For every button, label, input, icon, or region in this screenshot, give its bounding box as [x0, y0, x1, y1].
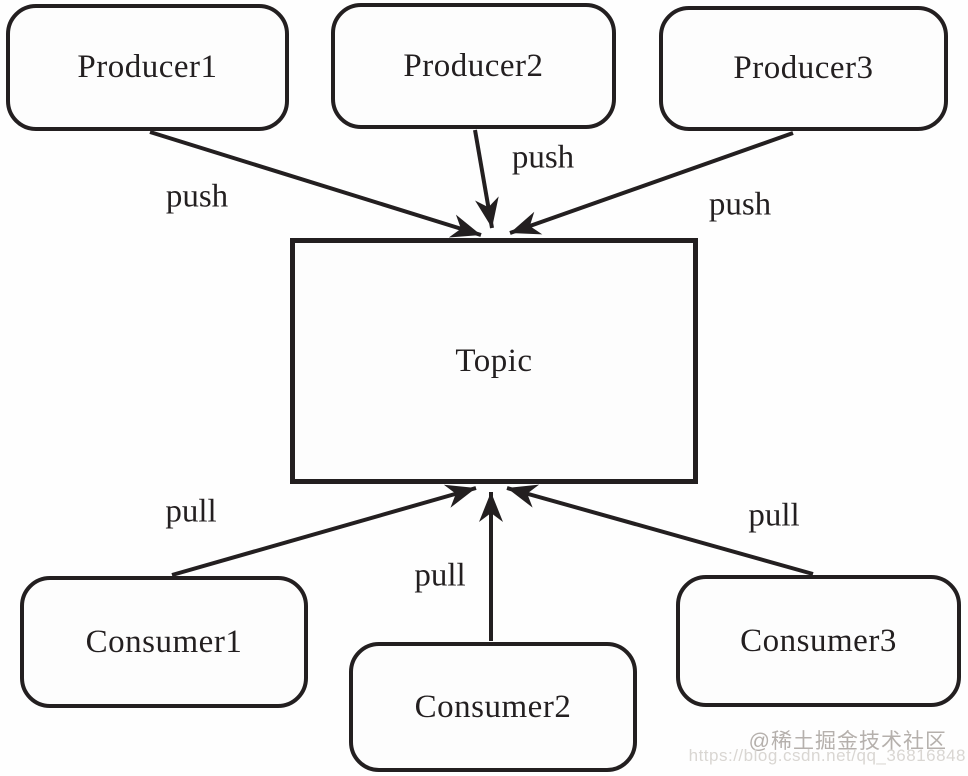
node-topic-label: Topic	[455, 342, 533, 379]
node-producer1: Producer1	[6, 4, 289, 131]
arrow-producer3-topic	[509, 131, 794, 235]
node-consumer3: Consumer3	[676, 575, 961, 707]
node-topic: Topic	[290, 238, 698, 484]
node-consumer1-label: Consumer1	[85, 623, 243, 660]
edge-label-push-producer3: push	[708, 186, 772, 223]
edge-label-push-producer1: push	[165, 178, 229, 215]
node-consumer3-label: Consumer3	[740, 622, 897, 659]
edge-label-pull-consumer2: pull	[414, 557, 466, 594]
node-consumer2: Consumer2	[349, 642, 637, 772]
edge-label-push-producer2: push	[511, 139, 575, 176]
node-producer1-label: Producer1	[77, 49, 218, 85]
arrow-producer2-topic	[473, 129, 499, 229]
node-producer2-label: Producer2	[403, 47, 544, 84]
edge-label-pull-consumer1: pull	[165, 493, 217, 530]
node-producer3: Producer3	[659, 6, 948, 131]
node-consumer1: Consumer1	[20, 576, 308, 708]
arrow-producer1-topic	[149, 130, 482, 238]
node-producer3-label: Producer3	[733, 50, 874, 86]
arrow-consumer3-topic	[506, 484, 814, 576]
edge-label-pull-consumer3: pull	[748, 497, 800, 534]
node-consumer2-label: Consumer2	[414, 688, 572, 725]
node-producer2: Producer2	[331, 3, 616, 129]
watermark-community-text: @稀土掘金技术社区	[748, 730, 947, 753]
arrow-consumer1-topic	[171, 484, 477, 577]
watermark-url-text: https://blog.csdn.net/qq_36816848	[688, 746, 966, 765]
